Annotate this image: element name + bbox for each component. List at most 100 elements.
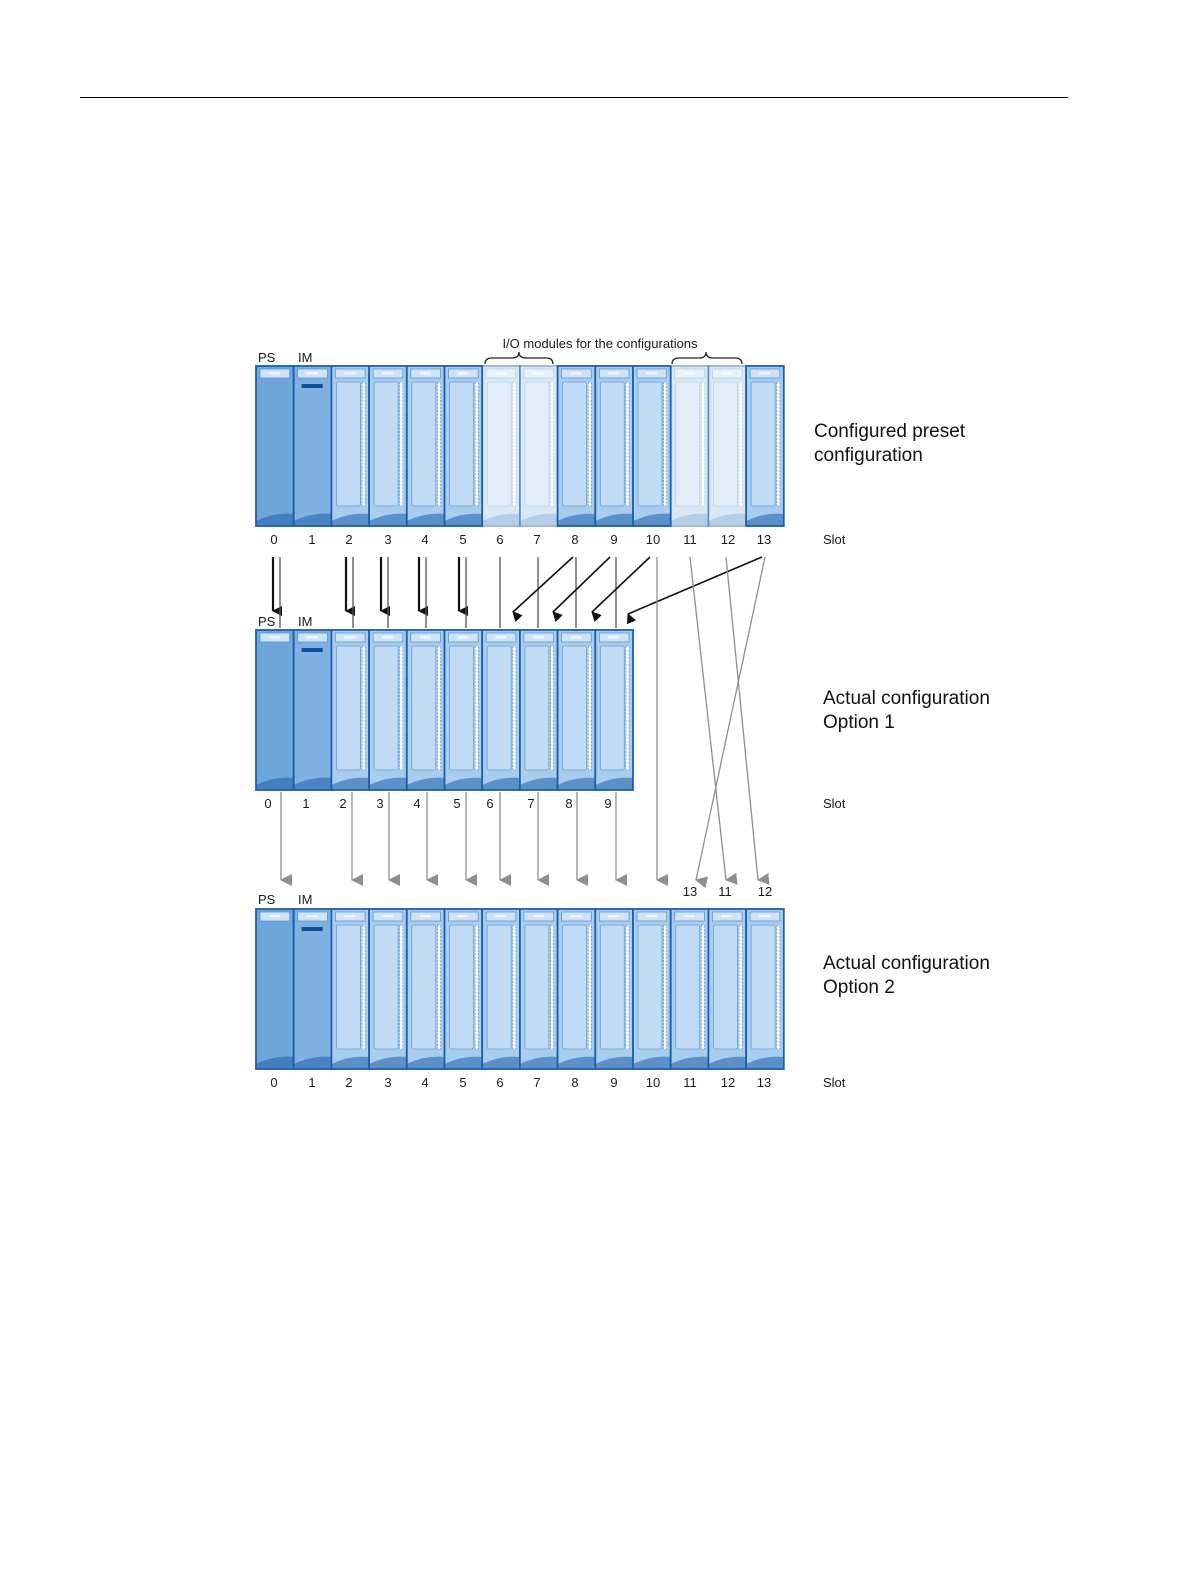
module-slot-2 (331, 630, 369, 790)
slot-number-9: 9 (610, 1075, 617, 1090)
slot-number-10: 10 (646, 1075, 660, 1090)
rack3-title-line1: Actual configuration (823, 953, 990, 974)
slot-number-3: 3 (384, 532, 391, 547)
slot-number-2: 2 (345, 532, 352, 547)
slot-number-0: 0 (270, 532, 277, 547)
slot-number-1: 1 (308, 532, 315, 547)
module-slot-4 (407, 366, 445, 526)
slot-number-6: 6 (496, 1075, 503, 1090)
rack1-title-line2: configuration (814, 445, 923, 466)
slot-number-2: 2 (339, 796, 346, 811)
module-slot-13 (746, 366, 784, 526)
module-slot-2 (331, 366, 369, 526)
slot-number-8: 8 (571, 532, 578, 547)
rack1-ps-label: PS (258, 350, 276, 365)
module-slot-10 (633, 909, 671, 1069)
slot-number-4: 4 (413, 796, 420, 811)
module-slot-12 (708, 909, 746, 1069)
rack2-title-line1: Actual configuration (823, 688, 990, 709)
arrow-8-to-6 (513, 557, 573, 612)
slot-number-3: 3 (376, 796, 383, 811)
slot-number-13: 13 (757, 532, 771, 547)
module-slot-6 (482, 909, 520, 1069)
module-slot-5 (445, 366, 483, 526)
module-slot-11 (671, 909, 709, 1069)
slot-number-5: 5 (453, 796, 460, 811)
slot-number-10: 10 (646, 532, 660, 547)
rack1-slot-word: Slot (823, 532, 846, 547)
arrows-preset-to-option1 (273, 557, 762, 628)
slot-number-5: 5 (459, 532, 466, 547)
rack2-title-line2: Option 1 (823, 712, 895, 733)
incoming-label-12: 12 (758, 884, 772, 899)
module-slot-0 (256, 630, 294, 790)
module-slot-4 (407, 909, 445, 1069)
module-slot-2 (331, 909, 369, 1069)
module-slot-11 (671, 366, 709, 526)
module-slot-0 (256, 366, 294, 526)
module-slot-0 (256, 909, 294, 1069)
module-slot-1 (294, 909, 332, 1069)
slot-number-3: 3 (384, 1075, 391, 1090)
rack1-im-label: IM (298, 350, 312, 365)
slot-number-12: 12 (721, 1075, 735, 1090)
module-slot-10 (633, 366, 671, 526)
module-slot-7 (520, 366, 558, 526)
slot-number-5: 5 (459, 1075, 466, 1090)
module-slot-3 (369, 630, 407, 790)
module-slot-7 (520, 630, 558, 790)
slot-number-13: 13 (757, 1075, 771, 1090)
slot-number-2: 2 (345, 1075, 352, 1090)
module-slot-6 (482, 366, 520, 526)
io-modules-header-label: I/O modules for the configurations (502, 336, 698, 351)
slot-number-7: 7 (533, 532, 540, 547)
module-slot-13 (746, 909, 784, 1069)
rack1-title-line1: Configured preset (814, 421, 966, 442)
slot-number-11: 11 (683, 1075, 697, 1090)
slot-number-9: 9 (610, 532, 617, 547)
module-slot-9 (595, 630, 633, 790)
slot-number-8: 8 (571, 1075, 578, 1090)
module-slot-8 (558, 630, 596, 790)
slot-number-0: 0 (264, 796, 271, 811)
slot-number-1: 1 (302, 796, 309, 811)
module-slot-6 (482, 630, 520, 790)
module-slot-3 (369, 366, 407, 526)
rack2-im-label: IM (298, 614, 312, 629)
rack3-slot-word: Slot (823, 1075, 846, 1090)
rack3-ps-label: PS (258, 892, 276, 907)
slot-number-4: 4 (421, 1075, 428, 1090)
module-slot-12 (708, 366, 746, 526)
brace-left (485, 352, 553, 364)
slot-number-7: 7 (533, 1075, 540, 1090)
module-slot-3 (369, 909, 407, 1069)
rack2-ps-label: PS (258, 614, 276, 629)
rack3-title-line2: Option 2 (823, 977, 895, 998)
slot-number-4: 4 (421, 532, 428, 547)
slot-number-0: 0 (270, 1075, 277, 1090)
gray-arrow-11 (690, 557, 726, 880)
slot-number-6: 6 (496, 532, 503, 547)
rack-actual-option1 (256, 630, 633, 790)
rack3-im-label: IM (298, 892, 312, 907)
module-slot-1 (294, 630, 332, 790)
module-slot-1 (294, 366, 332, 526)
module-slot-4 (407, 630, 445, 790)
slot-number-9: 9 (604, 796, 611, 811)
slot-number-11: 11 (683, 532, 697, 547)
incoming-label-11: 11 (718, 884, 732, 899)
module-slot-5 (445, 909, 483, 1069)
module-slot-9 (595, 366, 633, 526)
module-slot-7 (520, 909, 558, 1069)
incoming-label-13: 13 (683, 884, 697, 899)
module-slot-8 (558, 366, 596, 526)
module-slot-5 (445, 630, 483, 790)
slot-number-8: 8 (565, 796, 572, 811)
module-slot-9 (595, 909, 633, 1069)
rack-actual-option2 (256, 909, 784, 1069)
slot-number-7: 7 (527, 796, 534, 811)
